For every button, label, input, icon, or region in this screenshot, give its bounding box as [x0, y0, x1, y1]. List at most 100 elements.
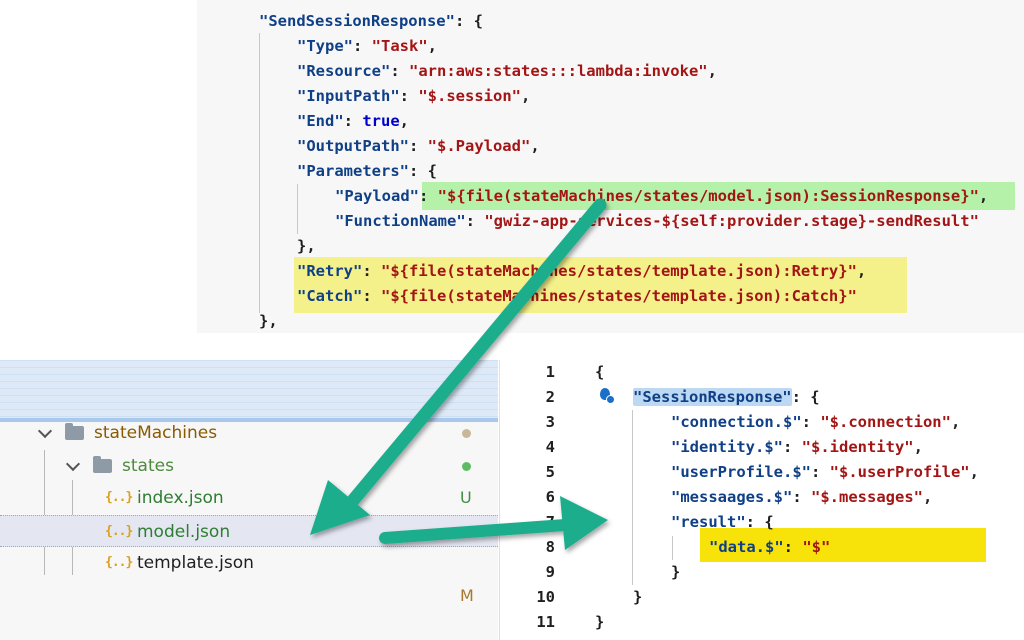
boolean-token: true — [362, 112, 400, 130]
string-token: "$.userProfile" — [829, 463, 970, 481]
code-line[interactable]: 5 "userProfile.$": "$.userProfile", — [500, 460, 1024, 485]
model-json-editor[interactable]: 1{2"SessionResponse": {3"connection.$": … — [499, 360, 1024, 640]
punctuation-token: : — [362, 287, 381, 305]
code-content: "userProfile.$": "$.userProfile", — [671, 460, 979, 485]
code-line[interactable]: 1{ — [500, 360, 1024, 385]
json-file-icon: {..} — [105, 523, 133, 539]
code-content: "identity.$": "$.identity", — [671, 435, 923, 460]
line-number: 1 — [545, 363, 555, 381]
code-line[interactable]: 10} — [500, 585, 1024, 610]
code-line[interactable]: 4 "identity.$": "$.identity", — [500, 435, 1024, 460]
code-content: "data.$": "$" — [709, 535, 830, 560]
code-content: "Type": "Task", — [297, 34, 437, 59]
key-token: "Parameters" — [297, 162, 409, 180]
string-token: "$" — [802, 538, 831, 556]
key-token: "Resource" — [297, 62, 391, 80]
tree-folder-states[interactable]: states — [0, 450, 498, 482]
line-number: 9 — [545, 563, 555, 581]
punctuation-token: , — [520, 87, 531, 105]
code-line[interactable]: 11} — [500, 610, 1024, 635]
code-content: "Catch": "${file(stateMachines/states/te… — [297, 284, 857, 309]
folder-icon — [65, 423, 84, 440]
string-token: "$.messages" — [811, 488, 923, 506]
tree-file-template-json[interactable]: {..} template.json — [0, 547, 498, 579]
git-status-dot — [462, 429, 471, 438]
code-content: }, — [259, 309, 278, 333]
code-content: "Parameters": { — [297, 159, 437, 184]
key-token: "Type" — [297, 37, 353, 55]
explorer-header — [0, 360, 498, 420]
tree-row[interactable]: M — [0, 580, 498, 612]
json-file-icon: {..} — [105, 555, 133, 570]
punctuation-token: : — [408, 137, 428, 155]
tree-item-label: index.json — [137, 488, 224, 508]
punctuation-token: , — [530, 137, 540, 155]
tree-item-label: template.json — [137, 553, 254, 573]
punctuation-token: } — [671, 563, 681, 581]
key-token: "result" — [671, 513, 746, 531]
code-content: "Retry": "${file(stateMachines/states/te… — [297, 259, 866, 284]
code-line[interactable]: 2"SessionResponse": { — [500, 385, 1024, 410]
git-status-badge: M — [460, 585, 474, 605]
punctuation-token: : { — [454, 12, 483, 30]
line-number: 6 — [545, 488, 555, 506]
punctuation-token: }, — [297, 237, 316, 255]
code-content: "messaages.$": "$.messages", — [671, 485, 932, 510]
code-content: "SessionResponse": { — [633, 385, 820, 410]
punctuation-token: : — [810, 463, 830, 481]
chevron-down-icon[interactable] — [38, 417, 52, 449]
punctuation-token: : — [419, 187, 438, 205]
tree-folder-stateMachines[interactable]: stateMachines — [0, 417, 498, 449]
code-line[interactable]: 9} — [500, 560, 1024, 585]
punctuation-token: : — [390, 62, 409, 80]
punctuation-token: , — [399, 112, 410, 130]
code-line[interactable]: 6 "messaages.$": "$.messages", — [500, 485, 1024, 510]
punctuation-token: } — [595, 613, 605, 631]
key-token: "data.$" — [709, 538, 784, 556]
code-line[interactable]: 8 "data.$": "$" — [500, 535, 1024, 560]
punctuation-token: , — [922, 488, 933, 506]
punctuation-token: , — [856, 262, 867, 280]
code-content: }, — [297, 234, 316, 259]
tree-item-label: model.json — [137, 521, 231, 542]
code-content: "InputPath": "$.session", — [297, 84, 530, 109]
punctuation-token: : { — [408, 162, 437, 180]
key-token: "identity.$" — [671, 438, 783, 456]
code-content: "OutputPath": "$.Payload", — [297, 134, 540, 159]
code-content: "result": { — [671, 510, 774, 535]
line-number: 4 — [545, 438, 555, 456]
indent-guide — [297, 184, 298, 234]
folder-icon — [93, 455, 112, 473]
tree-file-model-json[interactable]: {..}model.json — [0, 514, 498, 547]
key-token: "Catch" — [297, 287, 363, 305]
string-token: "Task" — [371, 37, 428, 55]
line-number: 8 — [545, 538, 555, 556]
string-token: "${file(stateMachines/states/model.json)… — [437, 187, 979, 205]
code-content: } — [595, 610, 604, 635]
string-token: "$.connection" — [820, 413, 951, 431]
line-number: 3 — [545, 413, 555, 431]
code-content: { — [595, 360, 604, 385]
code-line[interactable]: 3 "connection.$": "$.connection", — [500, 410, 1024, 435]
key-token: "messaages.$" — [671, 488, 793, 506]
punctuation-token: { — [595, 363, 605, 381]
punctuation-token: : — [465, 212, 485, 230]
chevron-down-icon[interactable] — [66, 450, 80, 482]
line-number: 5 — [545, 463, 555, 481]
code-line[interactable]: 7 "result": { — [500, 510, 1024, 535]
punctuation-token: : { — [745, 513, 774, 531]
key-token: "FunctionName" — [335, 212, 466, 230]
key-token: "OutputPath" — [297, 137, 409, 155]
punctuation-token: : — [792, 488, 811, 506]
code-content: "connection.$": "$.connection", — [671, 410, 960, 435]
punctuation-token: , — [427, 37, 438, 55]
code-content: "End": true, — [297, 109, 409, 134]
key-token: "Payload" — [335, 187, 419, 205]
string-token: "${file(stateMachines/states/template.js… — [381, 262, 857, 280]
tree-item-label: states — [122, 455, 174, 476]
code-content: "SendSessionResponse": { — [259, 9, 483, 34]
string-token: "$.Payload" — [427, 137, 531, 155]
punctuation-token: } — [633, 588, 643, 606]
line-number: 7 — [545, 513, 555, 531]
